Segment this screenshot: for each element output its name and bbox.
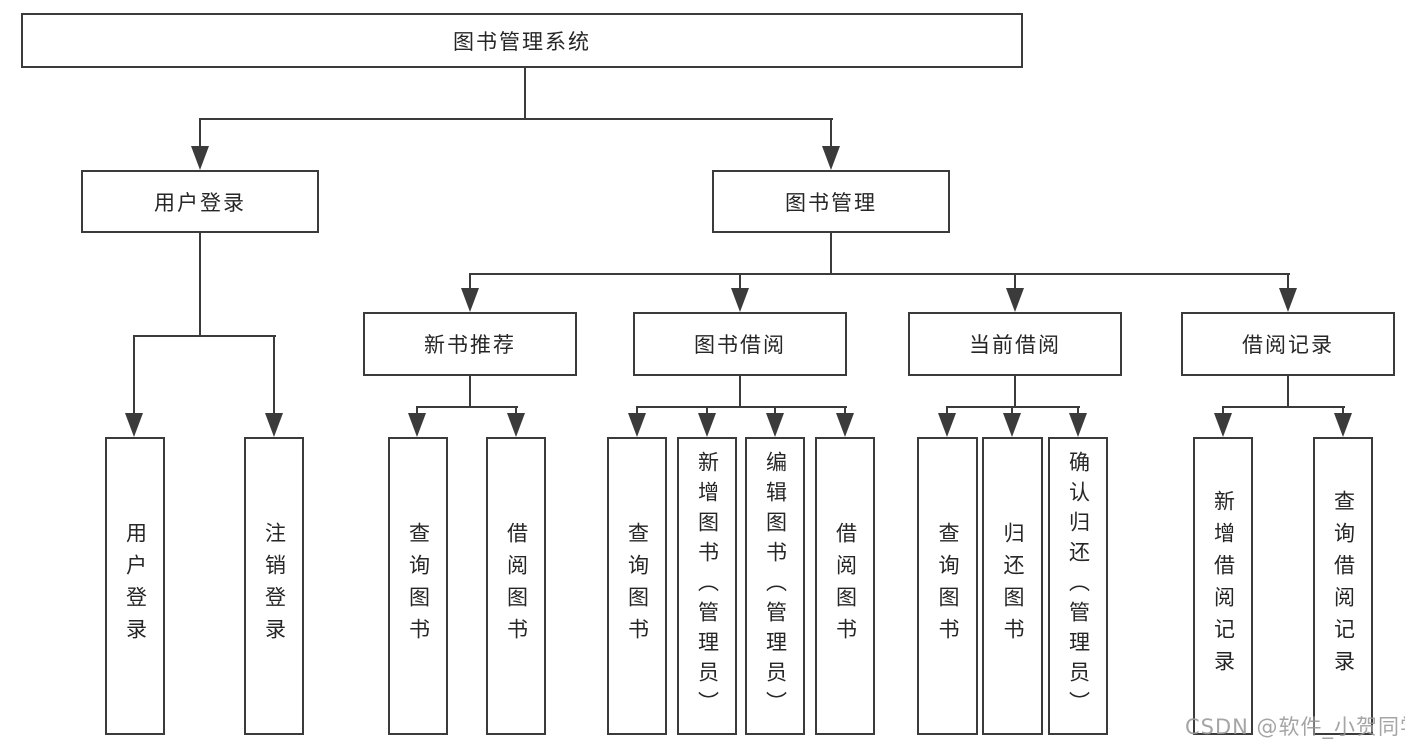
connector-line (830, 233, 832, 275)
connector-line (416, 406, 518, 408)
leaf-borrow-book-recommend: 借阅图书 (486, 437, 546, 735)
connector-line (469, 273, 1290, 275)
connector-line (1222, 406, 1345, 408)
arrow-down-icon (698, 413, 716, 437)
connector-line (1014, 275, 1016, 290)
arrow-down-icon (1334, 413, 1352, 437)
node-new-book-recommend: 新书推荐 (363, 312, 577, 376)
connector-line (416, 408, 418, 415)
leaf-query-book-recommend-label: 查询图书 (406, 522, 431, 650)
leaf-user-login-label: 用户登录 (123, 522, 148, 650)
connector-line (774, 408, 776, 415)
leaf-return-book: 归还图书 (982, 437, 1043, 735)
node-root: 图书管理系统 (21, 13, 1023, 68)
leaf-query-book-recommend: 查询图书 (388, 437, 448, 735)
connector-line (199, 233, 201, 337)
leaf-add-book-admin-label: 新增图书（管理员） (695, 451, 720, 721)
csdn-watermark: CSDN @软件_小贺同学 (1185, 715, 1405, 739)
connector-line (1014, 376, 1016, 408)
connector-line (739, 376, 741, 408)
arrow-down-icon (265, 413, 283, 437)
leaf-edit-book-admin: 编辑图书（管理员） (745, 437, 805, 735)
node-book-borrow-label: 图书借阅 (694, 333, 786, 357)
arrow-down-icon (125, 413, 143, 437)
node-new-book-recommend-label: 新书推荐 (424, 333, 516, 357)
connector-line (1342, 408, 1344, 415)
connector-line (1077, 408, 1079, 415)
connector-line (636, 406, 847, 408)
connector-line (524, 68, 526, 120)
arrow-down-icon (822, 146, 840, 170)
node-user-login: 用户登录 (81, 170, 319, 233)
arrow-down-icon (731, 288, 749, 312)
connector-line (844, 408, 846, 415)
leaf-query-book-borrow: 查询图书 (607, 437, 667, 735)
arrow-down-icon (1006, 288, 1024, 312)
leaf-return-book-label: 归还图书 (1001, 522, 1025, 650)
connector-line (636, 408, 638, 415)
connector-line (199, 118, 833, 120)
node-book-management-label: 图书管理 (785, 190, 877, 215)
connector-line (199, 120, 201, 150)
arrow-down-icon (408, 413, 426, 437)
arrow-down-icon (1214, 413, 1232, 437)
node-borrow-records-label: 借阅记录 (1242, 333, 1334, 357)
connector-line (133, 337, 135, 415)
connector-line (946, 406, 1080, 408)
leaf-borrow-book-borrow-label: 借阅图书 (833, 522, 858, 650)
node-current-borrow-label: 当前借阅 (969, 333, 1061, 357)
connector-line (1222, 408, 1224, 415)
node-book-management: 图书管理 (712, 170, 950, 233)
leaf-logout-label: 注销登录 (262, 522, 287, 650)
leaf-borrow-book-borrow: 借阅图书 (815, 437, 875, 735)
arrow-down-icon (461, 288, 479, 312)
arrow-down-icon (938, 413, 956, 437)
connector-line (515, 408, 517, 415)
arrow-down-icon (836, 413, 854, 437)
leaf-edit-book-admin-label: 编辑图书（管理员） (763, 451, 788, 721)
connector-line (830, 120, 832, 150)
leaf-add-borrow-record: 新增借阅记录 (1193, 437, 1253, 735)
arrow-down-icon (1069, 413, 1087, 437)
connector-line (273, 337, 275, 415)
arrow-down-icon (191, 146, 209, 170)
node-user-login-label: 用户登录 (154, 190, 246, 215)
leaf-add-book-admin: 新增图书（管理员） (677, 437, 737, 735)
node-borrow-records: 借阅记录 (1181, 312, 1395, 376)
leaf-logout: 注销登录 (244, 437, 304, 735)
leaf-query-borrow-record: 查询借阅记录 (1313, 437, 1373, 735)
leaf-query-book-borrow-label: 查询图书 (625, 522, 650, 650)
leaf-query-borrow-record-label: 查询借阅记录 (1331, 490, 1356, 682)
leaf-borrow-book-recommend-label: 借阅图书 (504, 522, 529, 650)
connector-line (133, 335, 276, 337)
node-current-borrow: 当前借阅 (908, 312, 1122, 376)
connector-line (706, 408, 708, 415)
arrow-down-icon (628, 413, 646, 437)
leaf-confirm-return-admin-label: 确认归还（管理员） (1066, 451, 1091, 721)
connector-line (469, 275, 471, 290)
arrow-down-icon (1279, 288, 1297, 312)
connector-line (1287, 376, 1289, 408)
leaf-query-book-current: 查询图书 (917, 437, 978, 735)
arrow-down-icon (1003, 413, 1021, 437)
node-book-borrow: 图书借阅 (633, 312, 847, 376)
leaf-user-login: 用户登录 (105, 437, 165, 735)
leaf-query-book-current-label: 查询图书 (936, 522, 960, 650)
connector-line (946, 408, 948, 415)
node-root-label: 图书管理系统 (453, 29, 591, 54)
connector-line (1287, 275, 1289, 290)
connector-line (739, 275, 741, 290)
arrow-down-icon (507, 413, 525, 437)
connector-line (469, 376, 471, 408)
leaf-confirm-return-admin: 确认归还（管理员） (1048, 437, 1108, 735)
connector-line (1011, 408, 1013, 415)
leaf-add-borrow-record-label: 新增借阅记录 (1211, 490, 1236, 682)
arrow-down-icon (766, 413, 784, 437)
